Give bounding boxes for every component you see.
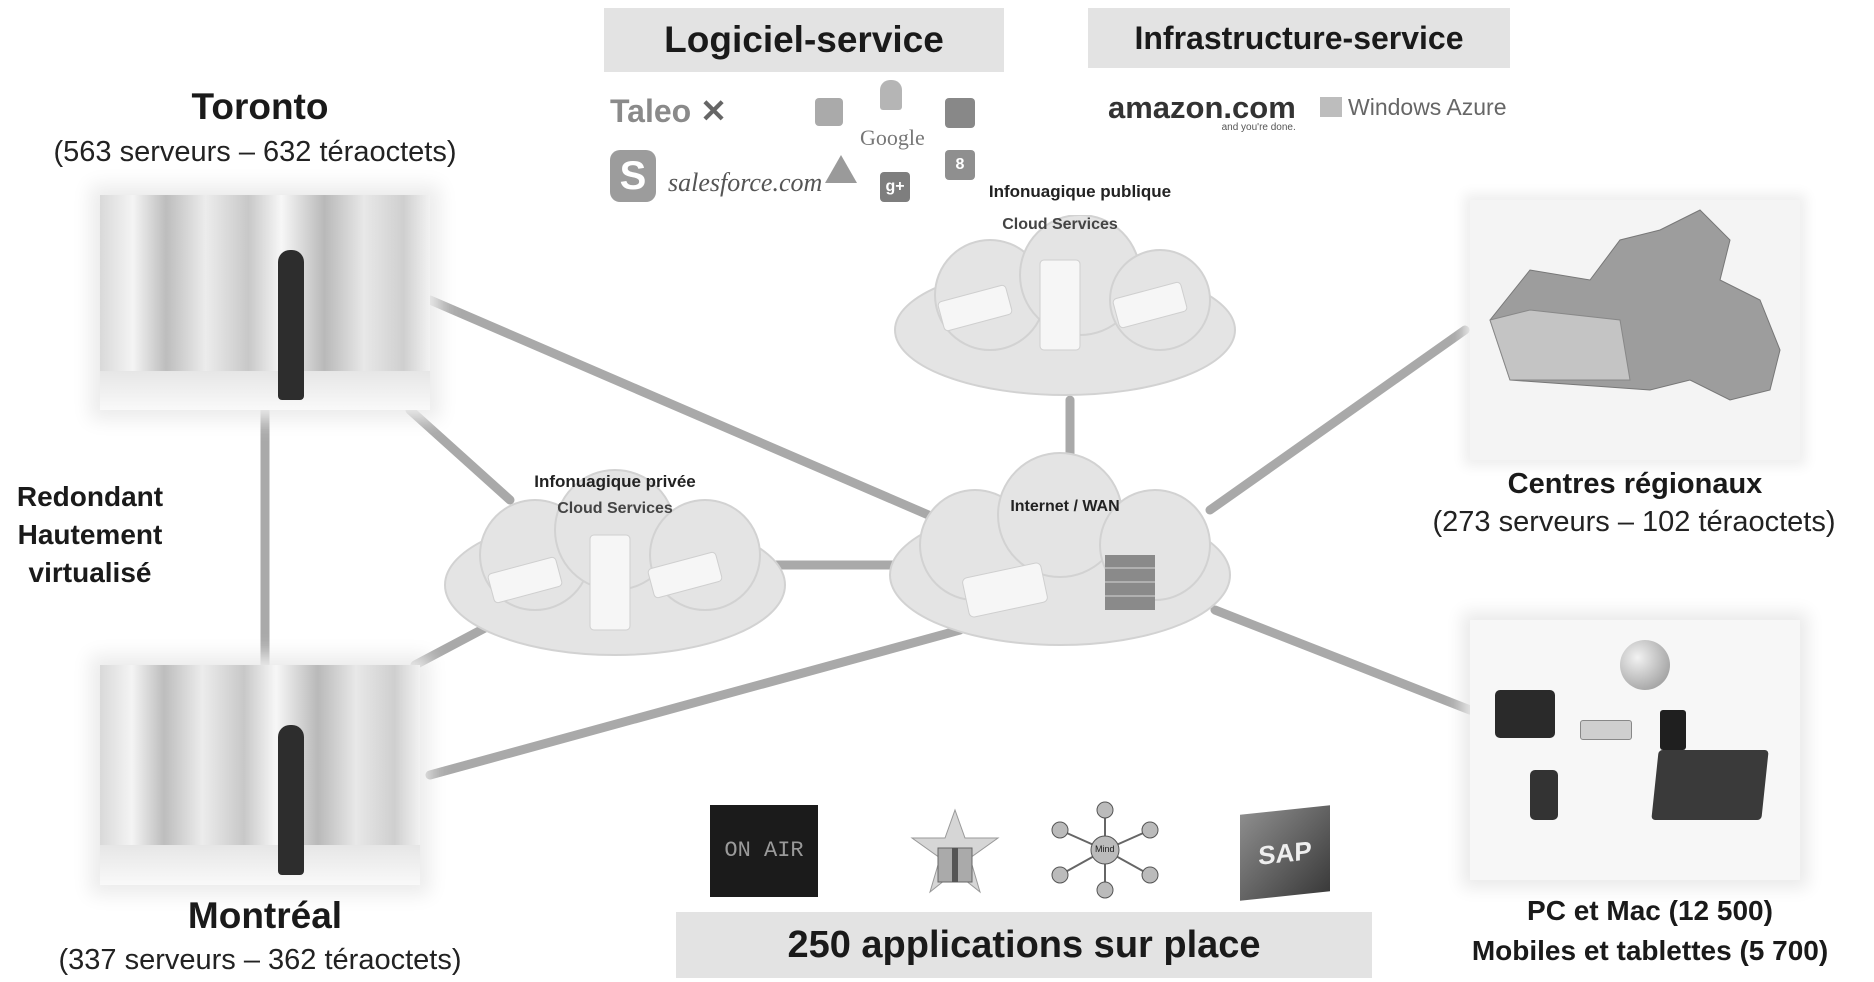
amazon-tagline: and you're done.: [1221, 122, 1296, 133]
montreal-stats: (337 serveurs – 362 téraoctets): [58, 944, 462, 976]
windows-icon: [1320, 97, 1342, 117]
android-icon: [880, 80, 902, 110]
link-toronto-internet: [425, 295, 945, 525]
router-icon: [1580, 720, 1632, 740]
devices-line2: Mobiles et tablettes (5 700): [1471, 935, 1829, 966]
amazon-logo: amazon.com and you're done.: [1108, 90, 1296, 133]
google-plus-icon: g+: [880, 172, 910, 202]
link-internet-regional: [1205, 325, 1470, 515]
sap-cube-icon: SAP: [1240, 805, 1330, 901]
google-maps-icon: [815, 98, 843, 126]
salesforce-icon: S: [610, 150, 656, 202]
drive-box-icon: [1660, 710, 1686, 750]
redundancy-note: Redondant Hautement virtualisé: [0, 478, 180, 592]
toronto-title: Toronto: [191, 86, 329, 127]
redundancy-line2: Hautement: [17, 519, 163, 550]
devices-image: [1470, 620, 1800, 880]
globe-icon: [1620, 640, 1670, 690]
azure-logo: Windows Azure: [1320, 94, 1507, 121]
mind-map-center-label: Mind: [1095, 844, 1115, 854]
google-logo: Google: [860, 125, 925, 150]
iaas-banner: Infrastructure-service: [1088, 8, 1510, 68]
toronto-datacenter-photo: [100, 195, 430, 410]
public-cloud-label2: Cloud Services: [1002, 216, 1118, 233]
on-air-icon: ON AIR: [710, 805, 818, 897]
google-circle-icon: 8: [945, 150, 975, 180]
laptop-icon: [1651, 750, 1769, 820]
private-cloud-label2: Cloud Services: [557, 500, 673, 517]
private-cloud-shape: [444, 469, 786, 656]
public-cloud-label1: Infonuagique publique: [988, 182, 1172, 201]
apps-banner: 250 applications sur place: [676, 912, 1372, 978]
toronto-stats: (563 serveurs – 632 téraoctets): [53, 136, 457, 168]
canada-map-shape: [1489, 209, 1781, 401]
canada-map: [1470, 200, 1800, 460]
internet-cloud-label: Internet / WAN: [1010, 498, 1120, 515]
link-toronto-private: [405, 405, 515, 505]
regional-title: Centres régionaux: [1507, 468, 1763, 500]
redundancy-line1: Redondant: [16, 481, 164, 512]
regional-stats: (273 serveurs – 102 téraoctets): [1432, 506, 1836, 538]
link-montreal-internet: [425, 625, 965, 780]
taleo-logo: Taleo ✕: [610, 93, 727, 129]
link-internet-devices: [1210, 605, 1475, 715]
saas-logos: Taleo ✕ S salesforce.com Google g+ 8: [600, 80, 980, 210]
drive-icon: [825, 155, 857, 183]
gift-icon: [910, 808, 1000, 896]
internet-cloud-shape: [889, 452, 1231, 646]
youtube-icon: [945, 98, 975, 128]
mind-map-icon: Mind: [1040, 795, 1170, 905]
redundancy-line3: virtualisé: [28, 557, 152, 588]
devices-line1: PC et Mac (12 500): [1527, 895, 1773, 926]
private-cloud-label1: Infonuagique privée: [534, 472, 696, 491]
public-cloud-shape: [894, 215, 1236, 396]
montreal-title: Montréal: [187, 895, 343, 936]
tablet-icon: [1495, 690, 1555, 738]
salesforce-logo: salesforce.com: [668, 168, 823, 197]
phone-icon: [1530, 770, 1558, 820]
montreal-datacenter-photo: [100, 665, 420, 885]
saas-banner: Logiciel-service: [604, 8, 1004, 72]
